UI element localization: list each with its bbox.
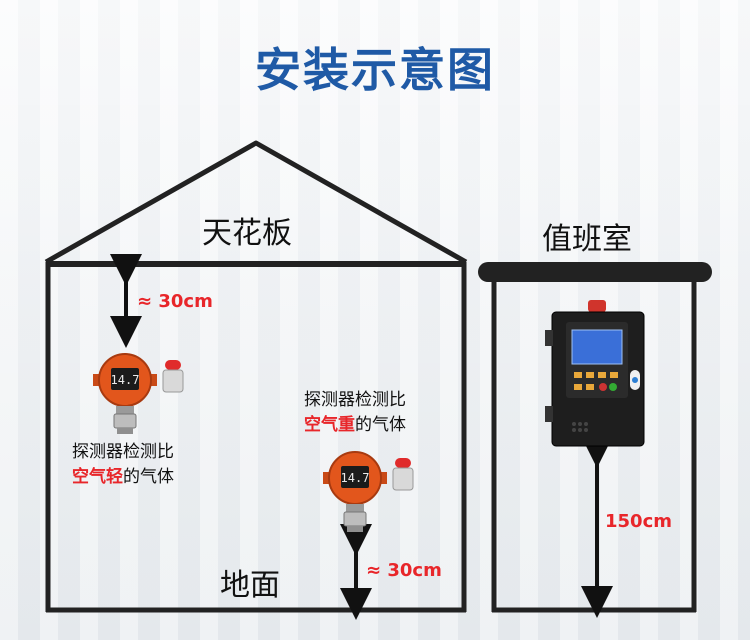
house-roof (44, 140, 468, 265)
svg-text:14.7: 14.7 (111, 373, 140, 387)
top-distance-label: ≈ 30cm (137, 291, 213, 312)
detector-heavy-suffix: 的气体 (355, 415, 406, 435)
svg-text:14.7: 14.7 (341, 471, 370, 485)
detector-light-suffix: 的气体 (123, 467, 174, 487)
controller-height-label: 150cm (605, 511, 672, 532)
gas-detector-lower: 14.7 (323, 451, 414, 532)
detector-light-highlight: 空气轻 (72, 467, 123, 487)
detector-light-description: 探测器检测比 空气轻的气体 (72, 440, 174, 490)
duty-room-label: 值班室 (542, 222, 632, 257)
floor-label: 地面 (220, 568, 280, 603)
ceiling-label: 天花板 (202, 216, 292, 251)
detector-light-line1: 探测器检测比 (72, 442, 174, 462)
bottom-distance-label: ≈ 30cm (366, 560, 442, 581)
duty-room-roof (478, 262, 712, 282)
page-title: 安装示意图 (255, 43, 495, 97)
alarm-controller (545, 300, 645, 447)
gas-detector-upper: 14.7 (93, 353, 184, 434)
detector-heavy-line1: 探测器检测比 (304, 390, 406, 410)
detector-heavy-description: 探测器检测比 空气重的气体 (304, 388, 406, 438)
detector-heavy-highlight: 空气重 (304, 415, 355, 435)
